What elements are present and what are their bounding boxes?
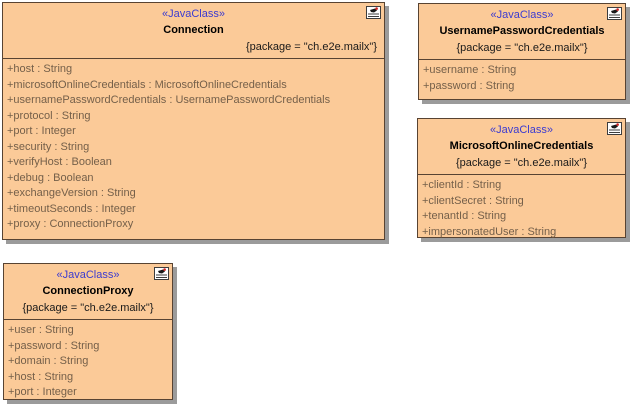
attributes-compartment: +username : String +password : String <box>419 59 625 97</box>
attribute-item[interactable]: +exchangeVersion : String <box>7 187 136 199</box>
attribute-item[interactable]: +verifyHost : Boolean <box>7 156 112 168</box>
attributes-compartment: +host : String +microsoftOnlineCredential… <box>3 58 384 236</box>
class-diagram-icon <box>154 267 169 280</box>
attribute-item[interactable]: +host : String <box>7 63 73 75</box>
class-header: «JavaClass» MicrosoftOnlineCredentials {… <box>418 119 625 174</box>
attribute-item[interactable]: +security : String <box>7 140 90 153</box>
class-header: «JavaClass» Connection {package = "ch.e2… <box>3 3 384 58</box>
class-name[interactable]: MicrosoftOnlineCredentials <box>449 140 594 152</box>
attribute-item[interactable]: +protocol : String <box>7 109 91 122</box>
attribute-item[interactable]: +password : String <box>423 79 515 92</box>
package-label: {package = "ch.e2e.mailx"} <box>245 41 377 53</box>
attribute-item[interactable]: +timeoutSeconds : Integer <box>7 202 136 215</box>
package-label: {package = "ch.e2e.mailx"} <box>455 157 588 169</box>
attribute-item[interactable]: +microsoftOnlineCredentials : MicrosoftO… <box>7 78 287 91</box>
class-header: «JavaClass» UsernamePasswordCredentials … <box>419 4 625 59</box>
attribute-item[interactable]: +user : String <box>8 324 74 336</box>
attribute-item[interactable]: +host : String <box>8 370 74 383</box>
attribute-item[interactable]: +tenantId : String <box>422 210 507 222</box>
stereotype-label: «JavaClass» <box>56 269 120 281</box>
attribute-item[interactable]: +port : Integer <box>8 386 77 398</box>
stereotype-label: «JavaClass» <box>490 124 553 136</box>
class-name[interactable]: UsernamePasswordCredentials <box>439 25 605 37</box>
package-label: {package = "ch.e2e.mailx"} <box>22 302 154 314</box>
attribute-item[interactable]: +clientId : String <box>422 179 502 191</box>
attributes-compartment: +clientId : String +clientSecret : String… <box>418 174 625 243</box>
class-diagram-icon <box>607 122 622 135</box>
attribute-item[interactable]: +password : String <box>8 339 100 352</box>
class-header: «JavaClass» ConnectionProxy {package = "… <box>4 264 172 319</box>
attribute-item[interactable]: +clientSecret : String <box>422 194 524 207</box>
attribute-item[interactable]: +domain : String <box>8 355 89 367</box>
attribute-item[interactable]: +username : String <box>423 64 517 76</box>
attribute-item[interactable]: +impersonatedUser : String <box>422 225 557 238</box>
attribute-item[interactable]: +proxy : ConnectionProxy <box>7 218 134 230</box>
class-diagram-icon <box>607 7 622 20</box>
uml-class-connectionproxy[interactable]: «JavaClass» ConnectionProxy {package = "… <box>3 263 173 400</box>
stereotype-label: «JavaClass» <box>162 8 225 20</box>
class-diagram-icon <box>366 6 381 19</box>
package-label: {package = "ch.e2e.mailx"} <box>456 42 588 54</box>
attribute-item[interactable]: +port : Integer <box>7 125 76 137</box>
uml-class-microsoftonlinecredentials[interactable]: «JavaClass» MicrosoftOnlineCredentials {… <box>417 118 626 238</box>
uml-class-usernamepasswordcredentials[interactable]: «JavaClass» UsernamePasswordCredentials … <box>418 3 626 100</box>
uml-class-connection[interactable]: «JavaClass» Connection {package = "ch.e2… <box>2 2 385 240</box>
class-name[interactable]: ConnectionProxy <box>42 285 134 297</box>
stereotype-label: «JavaClass» <box>490 9 554 21</box>
attributes-compartment: +user : String +password : String +domain … <box>4 319 172 404</box>
attribute-item[interactable]: +usernamePasswordCredentials : UsernameP… <box>7 94 331 106</box>
attribute-item[interactable]: +debug : Boolean <box>7 171 94 184</box>
class-name[interactable]: Connection <box>163 24 224 36</box>
